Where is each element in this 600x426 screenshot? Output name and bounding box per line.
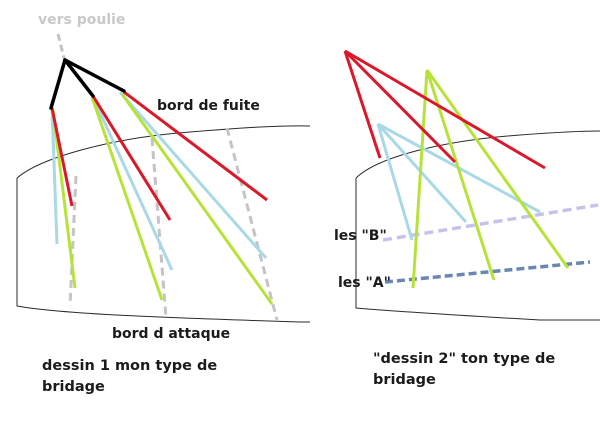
gray-dashed-line-1 xyxy=(68,175,78,307)
wing-outline-2 xyxy=(355,130,600,321)
label-bord-de-fuite: bord de fuite xyxy=(157,98,260,114)
blue-line-3 xyxy=(118,91,268,259)
blue-line-b2 xyxy=(376,122,468,224)
blue-line-2 xyxy=(90,94,174,271)
caption-2-line-1: "dessin 2" ton type de xyxy=(373,351,555,367)
caption-2-line-2: bridage xyxy=(373,372,436,388)
pulley-line xyxy=(56,33,67,63)
label-vers-poulie: vers poulie xyxy=(38,12,125,28)
green-line-3 xyxy=(120,93,274,305)
label-les-b: les "B" xyxy=(334,228,387,244)
drawing-2: les "B" les "A" "dessin 2" ton type de b… xyxy=(334,49,600,388)
bridle-tree xyxy=(49,58,126,110)
green-line-a1 xyxy=(411,69,429,289)
label-les-a: les "A" xyxy=(338,275,391,291)
green-line-1 xyxy=(51,109,77,289)
b-line xyxy=(382,203,599,242)
blue-line-1 xyxy=(50,107,59,245)
green-line-2 xyxy=(90,96,164,301)
red-line-b2 xyxy=(343,49,457,164)
gray-dashed-line-2 xyxy=(150,137,168,319)
caption-1-line-1: dessin 1 mon type de xyxy=(42,358,217,374)
label-bord-attaque: bord d attaque xyxy=(112,326,230,342)
red-line-b1 xyxy=(343,50,382,159)
green-line-a3 xyxy=(425,69,570,269)
drawing-1: vers poulie bord de fuite bord d attaque… xyxy=(16,12,311,395)
gray-dashed-line-3 xyxy=(225,127,279,321)
red-line-1 xyxy=(50,107,74,207)
caption-1-line-2: bridage xyxy=(42,379,105,395)
a-line xyxy=(384,260,591,284)
red-line-b3 xyxy=(344,49,546,170)
wing-outline-1 xyxy=(16,125,311,323)
red-line-2 xyxy=(91,95,172,221)
blue-line-b1 xyxy=(376,123,414,241)
red-line-3 xyxy=(123,90,268,202)
green-line-a2 xyxy=(425,69,496,281)
